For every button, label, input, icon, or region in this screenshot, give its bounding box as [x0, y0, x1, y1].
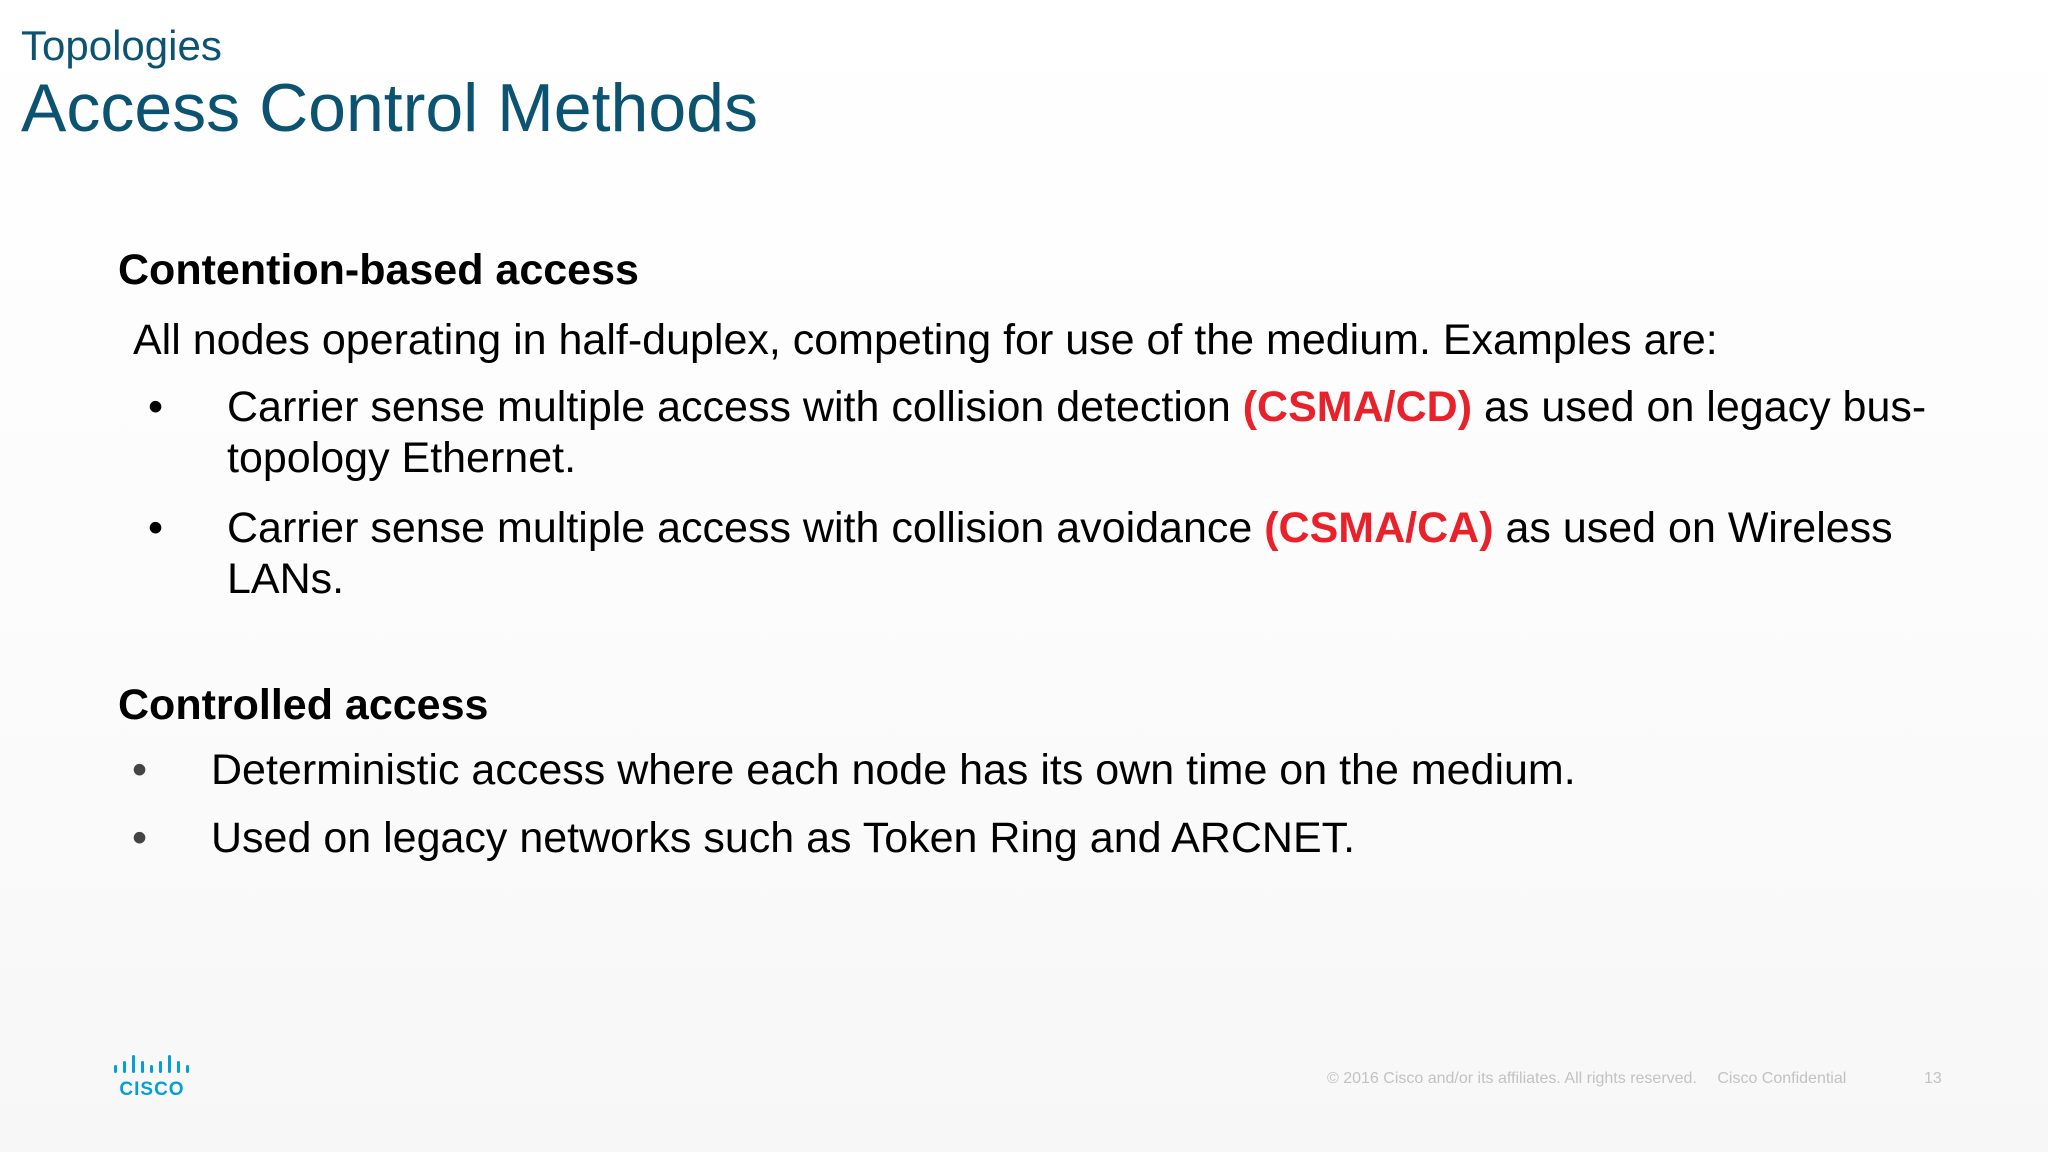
bullet-marker: •: [132, 814, 148, 862]
bullet-marker: •: [148, 383, 164, 431]
bullet-text: as used on legacy bus-topology Ethernet.: [227, 383, 1927, 482]
section-intro: All nodes operating in half-duplex, comp…: [133, 316, 1718, 364]
bullet-text: as used on Wireless LANs.: [227, 504, 1893, 603]
footer: © 2016 Cisco and/or its affiliates. All …: [1327, 1070, 1862, 1088]
bullet-marker: •: [132, 746, 148, 794]
bullet-text: Deterministic access where each node has…: [211, 746, 1576, 794]
highlight-term: (CSMA/CA): [1264, 504, 1494, 552]
cisco-logo-text: CISCO: [119, 1079, 185, 1100]
cisco-logo: CISCO: [112, 1053, 192, 1101]
cisco-logo-icon: [114, 1055, 189, 1073]
footer-confidential: Cisco Confidential: [1717, 1070, 1847, 1087]
bullet-item: • Deterministic access where each node h…: [118, 745, 1978, 796]
slide-header: Topologies Access Control Methods: [21, 22, 758, 146]
section-heading: Controlled access: [118, 681, 489, 729]
bullet-text: Carrier sense multiple access with colli…: [227, 504, 1265, 552]
bullet-list: • Deterministic access where each node h…: [118, 745, 1978, 864]
footer-copyright: © 2016 Cisco and/or its affiliates. All …: [1327, 1070, 1697, 1087]
section-controlled-access: Controlled access • Deterministic access…: [118, 677, 1978, 864]
slide-title: Access Control Methods: [21, 70, 758, 146]
highlight-term: (CSMA/CD): [1242, 383, 1473, 431]
bullet-text: Carrier sense multiple access with colli…: [227, 383, 1243, 431]
slide-content: Contention-based access All nodes operat…: [118, 242, 1978, 881]
section-contention-based: Contention-based access All nodes operat…: [118, 242, 1978, 605]
bullet-item: • Carrier sense multiple access with col…: [118, 382, 1978, 484]
bullet-list: • Carrier sense multiple access with col…: [118, 382, 1978, 605]
bullet-text: Used on legacy networks such as Token Ri…: [211, 814, 1356, 862]
page-number: 13: [1924, 1070, 1942, 1087]
bullet-item: • Used on legacy networks such as Token …: [118, 813, 1978, 864]
slide-subtitle: Topologies: [21, 22, 222, 69]
bullet-item: • Carrier sense multiple access with col…: [118, 503, 1978, 605]
bullet-marker: •: [148, 504, 164, 552]
section-heading: Contention-based access: [118, 246, 639, 294]
